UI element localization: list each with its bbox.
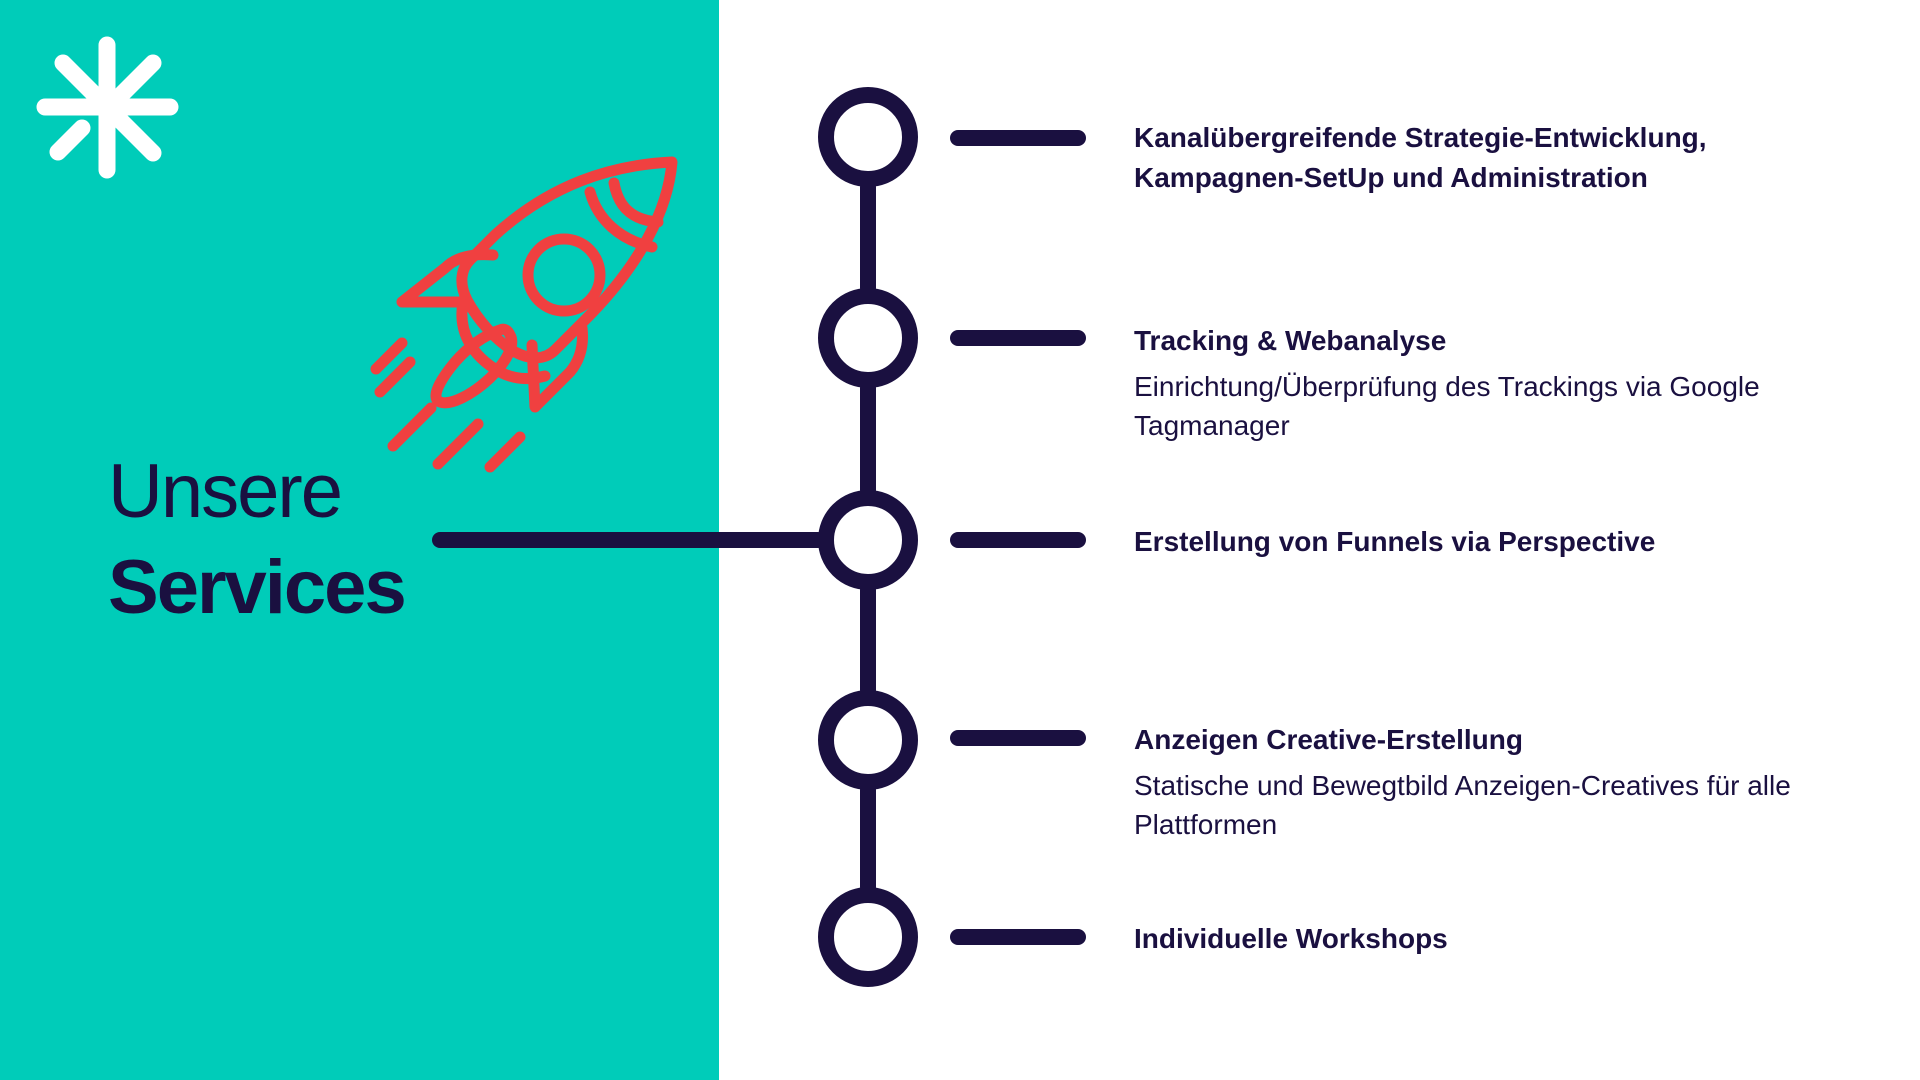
service-item-2: Tracking & Webanalyse Einrichtung/Überpr… [1134, 321, 1854, 445]
timeline-node-2 [818, 288, 918, 388]
service-title: Erstellung von Funnels via Perspective [1134, 526, 1656, 557]
rocket-icon [370, 156, 678, 473]
service-title: Tracking & Webanalyse [1134, 325, 1447, 356]
timeline-node-5 [818, 887, 918, 987]
page-title: Unsere Services [108, 444, 407, 636]
timeline-node-4 [818, 690, 918, 790]
service-item-3: Erstellung von Funnels via Perspective [1134, 522, 1854, 562]
timeline-node-3 [818, 490, 918, 590]
service-title: Individuelle Workshops [1134, 923, 1448, 954]
service-title: Kanalübergreifende Strategie-Entwicklung… [1134, 122, 1707, 193]
service-title: Anzeigen Creative-Erstellung [1134, 724, 1523, 755]
service-item-4: Anzeigen Creative-Erstellung Statische u… [1134, 720, 1854, 844]
service-description: Einrichtung/Überprüfung des Trackings vi… [1134, 371, 1760, 441]
service-description: Statische und Bewegtbild Anzeigen-Creati… [1134, 770, 1791, 840]
service-item-1: Kanalübergreifende Strategie-Entwicklung… [1134, 118, 1854, 198]
service-item-5: Individuelle Workshops [1134, 919, 1854, 959]
asterisk-logo-icon [36, 36, 179, 179]
timeline-node-1 [818, 87, 918, 187]
title-line-services: Services [108, 545, 407, 630]
left-panel: Unsere Services [0, 0, 719, 1080]
title-line-unsere: Unsere [108, 449, 343, 534]
